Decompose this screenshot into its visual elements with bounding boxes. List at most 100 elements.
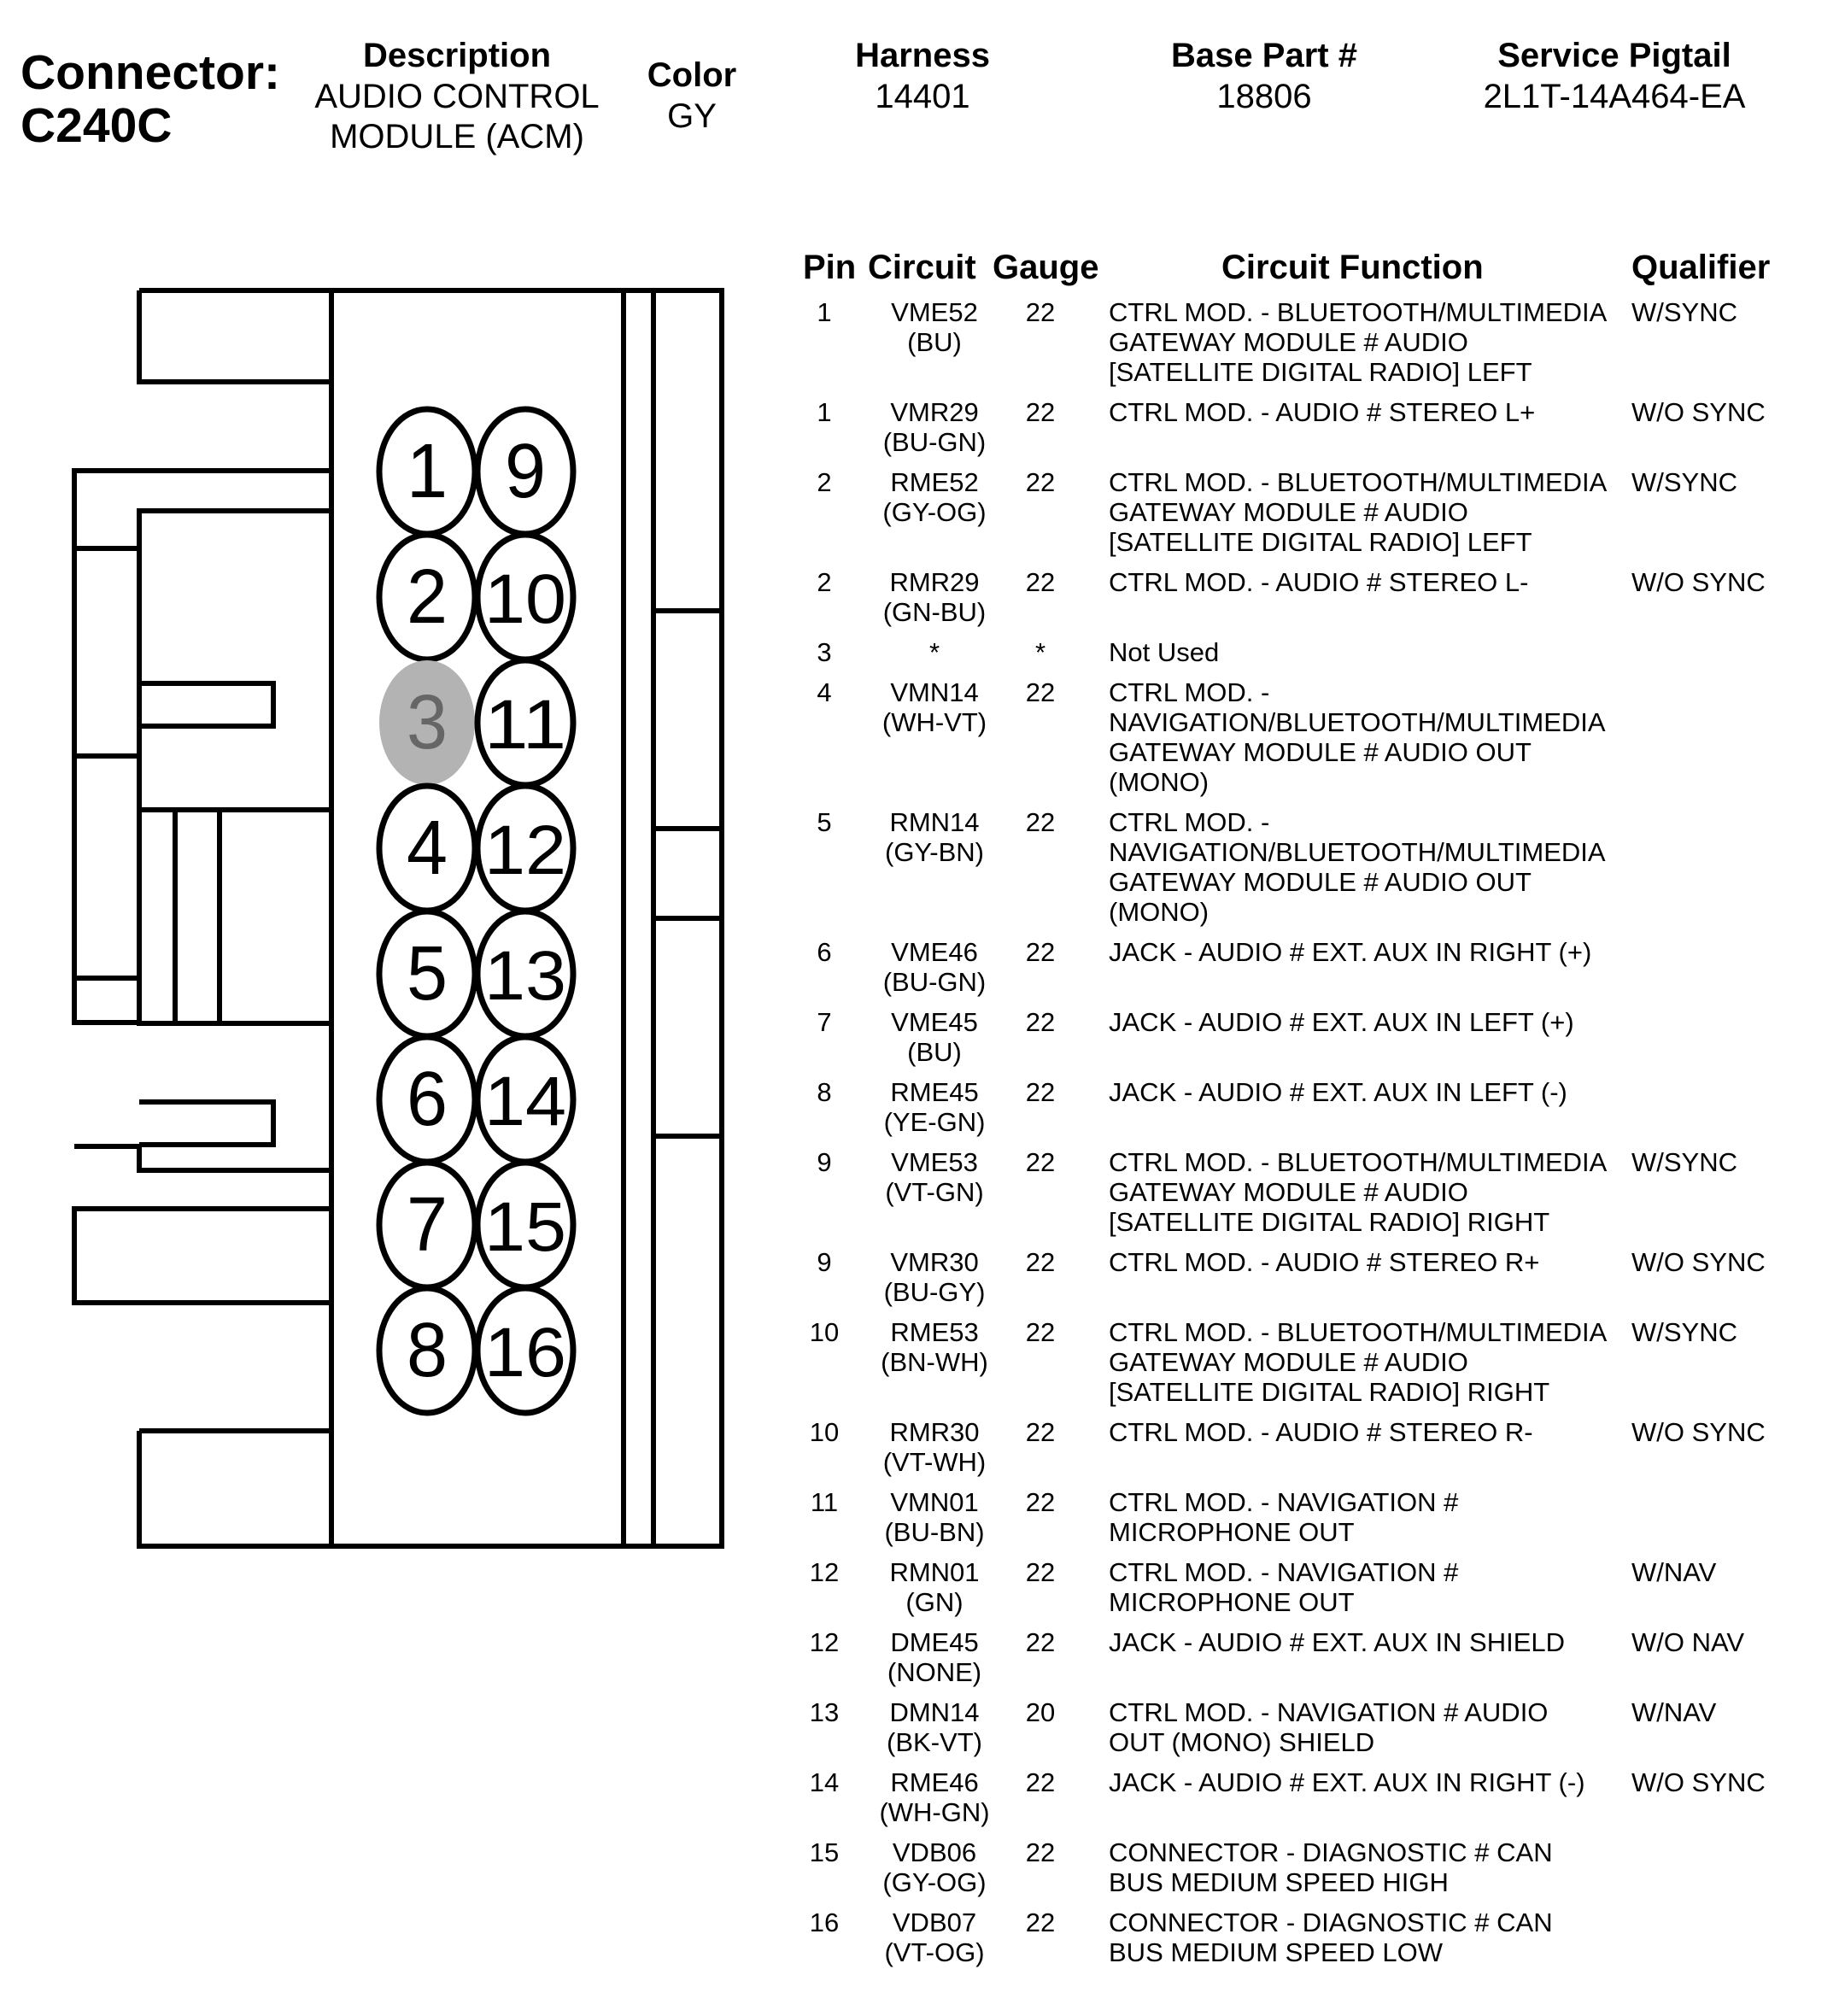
base-part-label: Base Part # [1171, 37, 1357, 74]
gauge-cell: 22 [1025, 567, 1056, 597]
circuit-function-line: BUS MEDIUM SPEED LOW [1109, 1937, 1443, 1967]
circuit-id: VMR29 [890, 397, 979, 427]
pin-16: 16 [474, 1285, 577, 1416]
service-pigtail-value: 2L1T-14A464-EA [1483, 78, 1746, 115]
circuit-cell: VDB06(GY-OG) [866, 1837, 1003, 1897]
wire-color: (BU-GN) [882, 427, 987, 457]
qualifier-cell: W/O SYNC [1631, 397, 1766, 427]
connector-label: Connector: [20, 45, 280, 100]
pin-cell: 2 [817, 467, 832, 497]
circuit-function-line: GATEWAY MODULE # AUDIO [1109, 497, 1468, 527]
circuit-id: RMR30 [889, 1417, 980, 1447]
circuit-function-line: CTRL MOD. - NAVIGATION # [1109, 1557, 1459, 1587]
circuit-cell: RMN01(GN) [866, 1557, 1003, 1617]
header-circuit-function: Circuit Function [1221, 249, 1484, 286]
qualifier-cell: W/SYNC [1631, 1147, 1737, 1177]
circuit-function-line: MICROPHONE OUT [1109, 1587, 1355, 1617]
pin-6: 6 [376, 1034, 478, 1165]
base-part-column: Base Part # 18806 [1136, 34, 1392, 117]
circuit-function-line: CTRL MOD. - [1109, 807, 1270, 837]
circuit-function-line: GATEWAY MODULE # AUDIO [1109, 1347, 1468, 1377]
gauge-cell: * [1034, 637, 1046, 667]
pin-number: 13 [484, 937, 566, 1015]
pin-cell: 3 [817, 637, 832, 667]
wire-color: (BU) [907, 1037, 962, 1067]
circuit-function-line: [SATELLITE DIGITAL RADIO] LEFT [1109, 527, 1532, 557]
gauge-cell: 22 [1025, 1767, 1056, 1797]
wire-color: (BU) [907, 327, 962, 357]
circuit-id: VME53 [891, 1147, 978, 1177]
pin-12: 12 [474, 782, 577, 914]
gauge-cell: 22 [1025, 1317, 1056, 1347]
circuit-function-line: JACK - AUDIO # EXT. AUX IN LEFT (+) [1109, 1007, 1574, 1037]
color-label: Color [647, 56, 737, 94]
wire-color: (WH-GN) [879, 1797, 990, 1827]
circuit-cell: RME46(WH-GN) [866, 1767, 1003, 1827]
circuit-function-line: CTRL MOD. - AUDIO # STEREO R- [1109, 1417, 1533, 1447]
pin-cell: 1 [817, 397, 832, 427]
wire-color: (GY-OG) [882, 497, 987, 527]
base-part-value: 18806 [1216, 78, 1312, 115]
pin-cell: 15 [809, 1837, 840, 1867]
wire-color: (GN-BU) [882, 597, 987, 627]
description-column: Description AUDIO CONTROL MODULE (ACM) [282, 34, 632, 157]
pin-circle [474, 1285, 577, 1416]
pin-number: 6 [407, 1057, 448, 1142]
wire-color: (BN-WH) [881, 1347, 988, 1377]
wire-color: (NONE) [887, 1657, 982, 1687]
circuit-id: RMN01 [889, 1557, 980, 1587]
pin-cell: 12 [809, 1557, 840, 1587]
circuit-function-line: CTRL MOD. - BLUETOOTH/MULTIMEDIA [1109, 297, 1608, 327]
pin-number: 10 [484, 560, 566, 638]
circuit-function-line: CTRL MOD. - NAVIGATION # AUDIO [1109, 1697, 1549, 1727]
qualifier-cell: W/SYNC [1631, 1317, 1737, 1347]
circuit-function-line: GATEWAY MODULE # AUDIO [1109, 327, 1468, 357]
connector-id: C240C [20, 98, 173, 153]
circuit-id: * [928, 637, 940, 667]
pin-7: 7 [376, 1159, 478, 1291]
pin-5: 5 [376, 908, 478, 1040]
circuit-cell: VMN14(WH-VT) [866, 677, 1003, 737]
circuit-id: RMR29 [889, 567, 980, 597]
circuit-id: VDB06 [892, 1837, 977, 1867]
circuit-function-line: MICROPHONE OUT [1109, 1517, 1355, 1547]
circuit-function-cell: JACK - AUDIO # EXT. AUX IN RIGHT (+) [1109, 937, 1630, 967]
circuit-cell: VMR29(BU-GN) [866, 397, 1003, 457]
service-pigtail-label: Service Pigtail [1497, 37, 1731, 74]
qualifier-cell: W/O SYNC [1631, 1247, 1766, 1277]
wire-color: (BU-BN) [884, 1517, 985, 1547]
circuit-id: VMN01 [890, 1487, 979, 1517]
circuit-cell: VMN01(BU-BN) [866, 1487, 1003, 1547]
circuit-cell: * [866, 637, 1003, 667]
pin-circle [379, 660, 475, 785]
gauge-cell: 20 [1025, 1697, 1056, 1727]
circuit-cell: VDB07(VT-OG) [866, 1908, 1003, 1967]
circuit-function-line: CTRL MOD. - AUDIO # STEREO R+ [1109, 1247, 1540, 1277]
circuit-function-cell: JACK - AUDIO # EXT. AUX IN LEFT (-) [1109, 1077, 1630, 1107]
pin-8: 8 [376, 1285, 478, 1416]
pin-number: 5 [407, 931, 448, 1017]
circuit-id: VMR30 [890, 1247, 979, 1277]
circuit-function-line: CTRL MOD. - BLUETOOTH/MULTIMEDIA [1109, 1147, 1608, 1177]
wire-color: (YE-GN) [883, 1107, 986, 1137]
qualifier-cell: W/NAV [1631, 1557, 1717, 1587]
pin-cell: 13 [809, 1697, 840, 1727]
pin-cell: 5 [817, 807, 832, 837]
qualifier-cell: W/O SYNC [1631, 1767, 1766, 1797]
harness-value: 14401 [875, 78, 970, 115]
wire-color: (BU-GY) [883, 1277, 986, 1307]
circuit-cell: RMR30(VT-WH) [866, 1417, 1003, 1477]
table-row: 3**Not Used [794, 637, 1819, 677]
